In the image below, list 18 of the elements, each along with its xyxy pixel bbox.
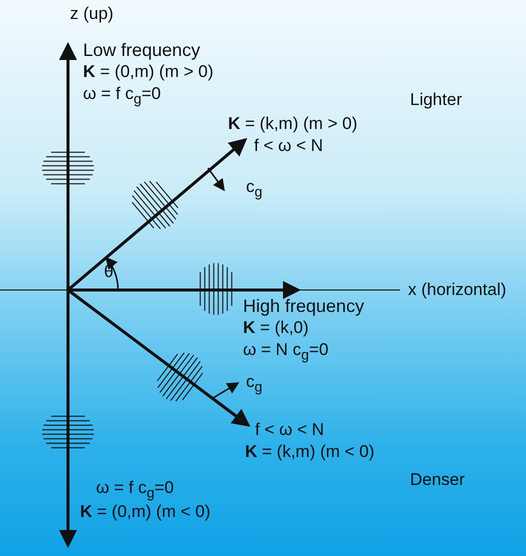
wave-vector-label: K = (0,m) (m < 0) bbox=[80, 502, 210, 522]
axis-label: x (horizontal) bbox=[408, 280, 506, 300]
density-label: Denser bbox=[410, 470, 465, 490]
wave-vector-label: K = (0,m) (m > 0) bbox=[83, 62, 214, 82]
frequency-range-label: f < ω < N bbox=[254, 136, 324, 156]
regime-heading: High frequency bbox=[243, 296, 364, 316]
density-label: Lighter bbox=[410, 90, 462, 110]
regime-heading: Low frequency bbox=[83, 40, 200, 60]
dispersion-label: ω = f c$_{g}$=0 bbox=[83, 84, 161, 110]
frequency-range-label: f < ω < N bbox=[255, 420, 324, 440]
group-velocity-label: c$_{g}$ bbox=[246, 372, 262, 398]
axis-label: z (up) bbox=[70, 4, 114, 24]
wave-vector-label: K = (k,m) (m < 0) bbox=[245, 442, 374, 462]
group-velocity-label: c$_{g}$ bbox=[246, 177, 262, 202]
dispersion-label: ω = N c$_{g}$=0 bbox=[243, 340, 328, 366]
wave-vector-label: K = (k,m) (m > 0) bbox=[228, 114, 358, 134]
wave-vector-label: K = (k,0) bbox=[243, 318, 309, 338]
dispersion-label: ω = f c$_{g}$=0 bbox=[96, 478, 174, 504]
